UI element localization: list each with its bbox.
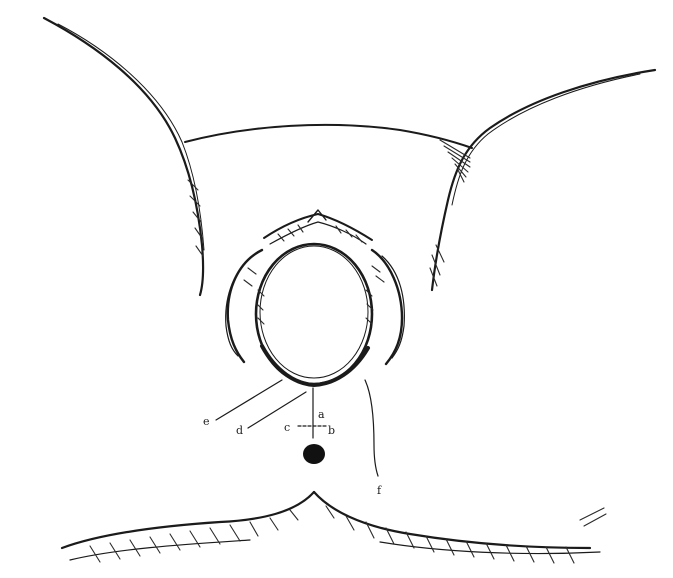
left-buttock-contour [62,492,314,548]
leader-d [248,392,306,428]
right-fold-hatching [430,140,470,286]
label-d: d [236,424,243,437]
vaginal-opening-inner [260,246,368,378]
right-thigh-contour-inner [452,74,640,205]
leader-f [365,380,378,476]
leader-e [216,380,282,420]
label-a: a [318,408,325,421]
label-b: b [328,424,335,437]
label-f: f [377,484,382,497]
right-buttock-contour [314,492,590,548]
left-outer-fold-2 [226,258,250,356]
left-thigh-contour-inner [58,24,204,250]
buttock-hatching [90,506,606,563]
label-c: c [284,421,290,434]
right-outer-fold [372,250,402,364]
opening-lower-rim [262,346,368,385]
label-e: e [203,415,210,428]
anus-dot [303,444,325,464]
left-thigh-contour [44,18,203,295]
upper-transverse-fold [185,125,472,148]
